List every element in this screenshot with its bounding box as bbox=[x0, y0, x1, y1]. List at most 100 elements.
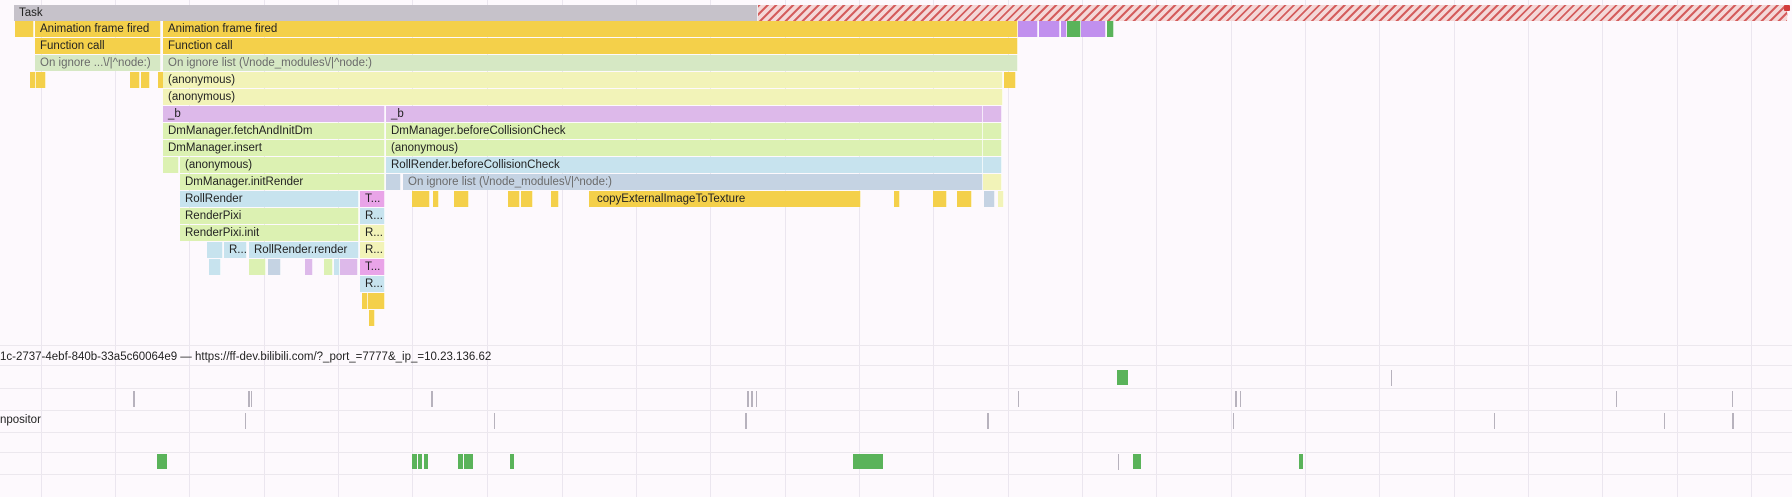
animation-frame-bar[interactable]: Animation frame fired bbox=[35, 21, 161, 37]
frame-tick[interactable] bbox=[751, 391, 753, 407]
green-event[interactable] bbox=[1107, 21, 1114, 37]
copy-texture-bar[interactable]: copyExternalImageToTexture bbox=[592, 191, 861, 207]
ignore-list-bar[interactable]: On ignore list (\/node_modules\/|^node:) bbox=[163, 55, 1018, 71]
gpu-event[interactable] bbox=[464, 454, 473, 469]
gpu-event[interactable] bbox=[157, 454, 167, 469]
call-bar[interactable] bbox=[454, 191, 469, 207]
anonymous-bar[interactable]: (anonymous) bbox=[386, 140, 983, 156]
purple-event[interactable] bbox=[1018, 21, 1038, 37]
frame-tick[interactable] bbox=[1391, 370, 1392, 386]
call-bar[interactable] bbox=[207, 242, 223, 258]
frame-track-label[interactable]: 1c-2737-4ebf-840b-33a5c60064e9 — https:/… bbox=[0, 351, 492, 363]
frame-tick[interactable] bbox=[756, 391, 757, 407]
purple-event[interactable] bbox=[1039, 21, 1060, 37]
call-bar[interactable] bbox=[983, 123, 1002, 139]
green-event[interactable] bbox=[1067, 21, 1081, 37]
call-bar[interactable] bbox=[130, 72, 140, 88]
frame-tick[interactable] bbox=[133, 391, 135, 407]
compositor-tick[interactable] bbox=[1664, 413, 1665, 429]
roll-before-collision-bar[interactable]: RollRender.beforeCollisionCheck bbox=[386, 157, 983, 173]
gpu-event[interactable] bbox=[418, 454, 422, 469]
truncated-bar[interactable]: R... bbox=[360, 225, 385, 241]
roll-render-bar[interactable]: RollRender bbox=[180, 191, 359, 207]
call-bar[interactable] bbox=[141, 72, 150, 88]
frame-tick[interactable] bbox=[248, 391, 250, 407]
call-bar[interactable] bbox=[957, 191, 972, 207]
call-bar[interactable] bbox=[412, 191, 430, 207]
call-bar[interactable] bbox=[983, 174, 1002, 190]
frame-tick[interactable] bbox=[431, 391, 433, 407]
call-bar[interactable] bbox=[933, 191, 947, 207]
frame-tick[interactable] bbox=[1018, 391, 1019, 407]
before-collision-bar[interactable]: DmManager.beforeCollisionCheck bbox=[386, 123, 983, 139]
long-task-overrun[interactable] bbox=[758, 5, 1788, 21]
compositor-tick[interactable] bbox=[1732, 413, 1734, 429]
call-bar[interactable] bbox=[983, 157, 1002, 173]
call-bar[interactable] bbox=[362, 293, 368, 309]
call-bar[interactable] bbox=[30, 72, 36, 88]
call-bar[interactable] bbox=[268, 259, 281, 275]
frame-event[interactable] bbox=[1117, 370, 1128, 385]
anonymous-bar[interactable]: (anonymous) bbox=[163, 72, 1003, 88]
call-bar[interactable] bbox=[983, 106, 1002, 122]
call-bar[interactable] bbox=[369, 310, 375, 326]
compositor-tick[interactable] bbox=[1494, 413, 1495, 429]
call-bar[interactable] bbox=[508, 191, 520, 207]
gpu-event[interactable] bbox=[853, 454, 883, 469]
roll-render-render-bar[interactable]: RollRender.render bbox=[249, 242, 359, 258]
call-bar[interactable] bbox=[551, 191, 559, 207]
call-bar[interactable] bbox=[340, 259, 358, 275]
truncated-bar[interactable]: T... bbox=[360, 259, 385, 275]
call-bar[interactable] bbox=[209, 259, 221, 275]
gpu-event[interactable] bbox=[1299, 454, 1303, 469]
truncated-bar[interactable]: R... bbox=[360, 276, 385, 292]
compositor-tick[interactable] bbox=[987, 413, 989, 429]
render-pixi-init-bar[interactable]: RenderPixi.init bbox=[180, 225, 359, 241]
frame-tick[interactable] bbox=[1240, 391, 1241, 407]
init-render-bar[interactable]: DmManager.initRender bbox=[180, 174, 385, 190]
compositor-tick[interactable] bbox=[494, 413, 495, 429]
gpu-event[interactable] bbox=[510, 454, 514, 469]
function-call-bar[interactable]: Function call bbox=[163, 38, 1018, 54]
call-bar[interactable] bbox=[1004, 72, 1016, 88]
truncated-bar[interactable]: R... bbox=[360, 242, 385, 258]
function-call-bar[interactable]: Function call bbox=[35, 38, 161, 54]
frame-tick[interactable] bbox=[747, 391, 749, 407]
event-bar[interactable] bbox=[15, 21, 34, 37]
gpu-event[interactable] bbox=[458, 454, 463, 469]
b-function-bar[interactable]: _b bbox=[163, 106, 385, 122]
frame-tick[interactable] bbox=[251, 391, 252, 407]
compositor-tick[interactable] bbox=[1233, 413, 1234, 429]
gpu-event[interactable] bbox=[424, 454, 428, 469]
truncated-bar[interactable]: T... bbox=[360, 191, 385, 207]
ignore-list-bar[interactable]: On ignore ...\/|^node:) bbox=[35, 55, 161, 71]
frame-tick[interactable] bbox=[1732, 391, 1733, 407]
task-bar[interactable]: Task bbox=[14, 5, 758, 21]
fetch-and-init-bar[interactable]: DmManager.fetchAndInitDm bbox=[163, 123, 385, 139]
gpu-event[interactable] bbox=[1133, 454, 1141, 469]
call-bar[interactable] bbox=[305, 259, 313, 275]
call-bar[interactable] bbox=[521, 191, 533, 207]
compositor-tick[interactable] bbox=[245, 413, 246, 429]
ignore-list-bar[interactable]: On ignore list (\/node_modules\/|^node:) bbox=[403, 174, 983, 190]
call-bar[interactable] bbox=[36, 72, 46, 88]
call-bar[interactable] bbox=[249, 259, 266, 275]
call-bar[interactable] bbox=[984, 191, 995, 207]
anonymous-bar[interactable]: (anonymous) bbox=[163, 89, 1003, 105]
call-bar[interactable] bbox=[334, 259, 340, 275]
truncated-bar[interactable]: R... bbox=[360, 208, 385, 224]
compositor-track-label[interactable]: npositor bbox=[0, 414, 41, 426]
gpu-event[interactable] bbox=[412, 454, 417, 469]
purple-event[interactable] bbox=[1061, 21, 1067, 37]
call-bar[interactable] bbox=[983, 140, 1002, 156]
render-pixi-bar[interactable]: RenderPixi bbox=[180, 208, 359, 224]
frame-tick[interactable] bbox=[1616, 391, 1617, 407]
call-bar[interactable] bbox=[324, 259, 333, 275]
call-bar[interactable] bbox=[998, 191, 1004, 207]
call-bar[interactable] bbox=[163, 157, 179, 173]
gpu-tick[interactable] bbox=[1118, 454, 1119, 470]
animation-frame-bar[interactable]: Animation frame fired bbox=[163, 21, 1018, 37]
b-function-bar[interactable]: _b bbox=[386, 106, 983, 122]
frame-tick[interactable] bbox=[1235, 391, 1237, 407]
